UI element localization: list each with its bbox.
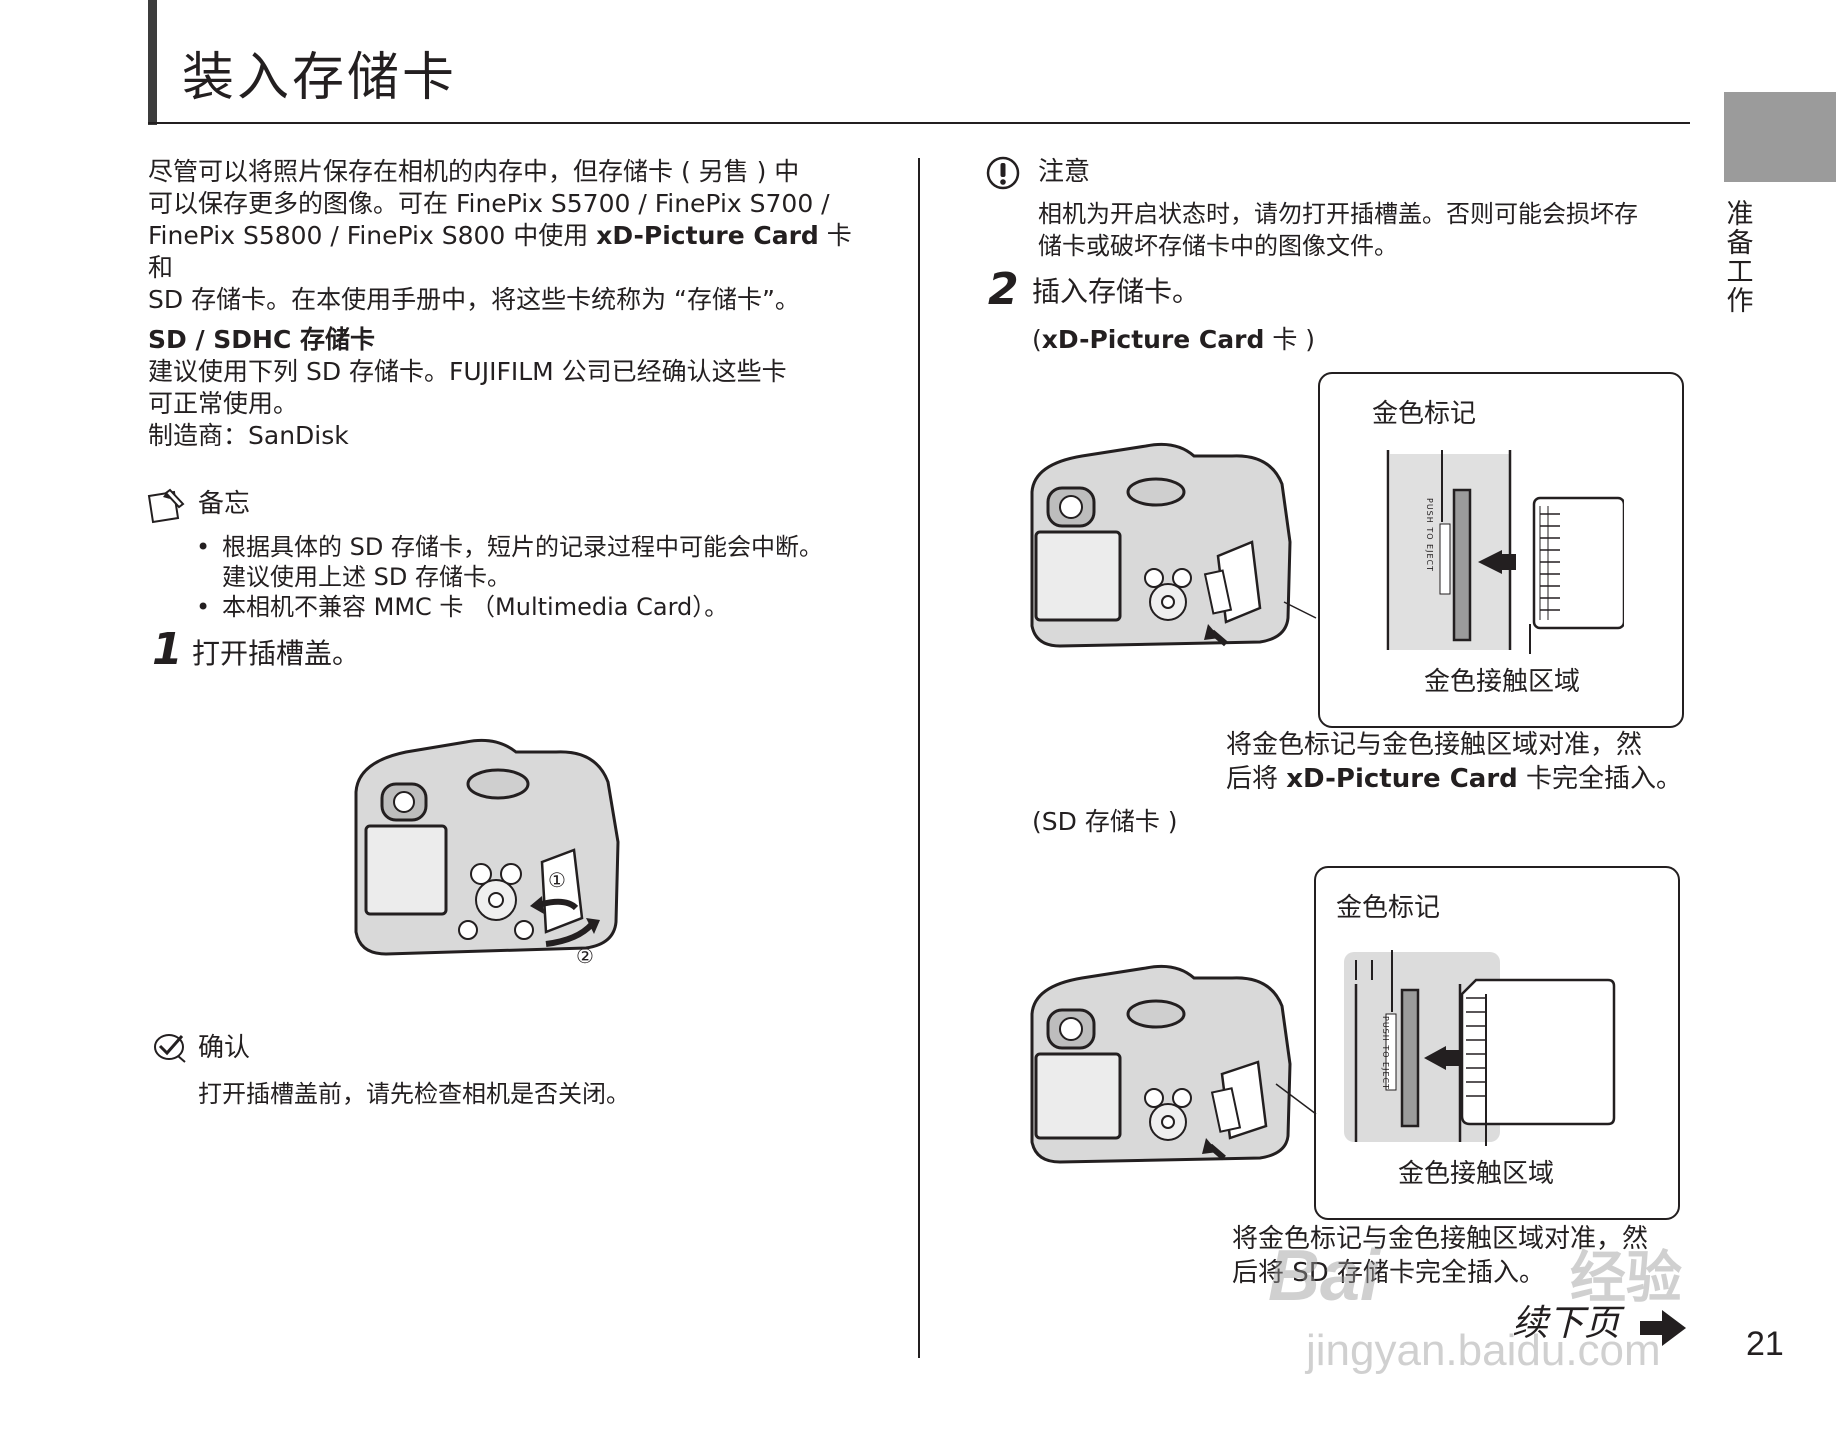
sd-slot-text: PUSH TO EJECT [1381,1016,1390,1090]
camera-sd-illustration [1026,958,1326,1176]
sd-line: 制造商：SanDisk [148,421,349,450]
xd-caption-card: xD-Picture Card [1286,764,1518,794]
camera-open-cover-illustration [346,722,626,986]
intro-line: SD 存储卡。在本使用手册中，将这些卡统称为 “存储卡”。 [148,285,800,314]
watermark-logo-cn: 经验 [1570,1246,1682,1309]
xd-slot-detail [1384,450,1626,660]
step-1-marker-2: ② [576,944,594,968]
check-text: 打开插槽盖前，请先检查相机是否关闭。 [198,1080,630,1108]
step-1-number: 1 [152,624,183,675]
sd-caption: 将金色标记与金色接触区域对准，然 后将 SD 存储卡完全插入。 [1232,1222,1648,1290]
xd-detail-frame [1318,372,1684,728]
column-divider [918,158,920,1358]
xd-slot-text: PUSH TO EJECT [1425,498,1434,572]
sd-slot-detail [1342,950,1622,1150]
xd-gold-mark-label: 金色标记 [1372,399,1477,429]
memo-bullet: 根据具体的 SD 存储卡，短片的记录过程中可能会中断。 [196,532,862,562]
caution-title: 注意 [1038,157,1091,187]
xd-label-paren: ( [1032,325,1042,354]
xd-caption-line: 后将 xD-Picture Card 卡完全插入。 [1226,762,1682,796]
sd-line: 建议使用下列 SD 存储卡。FUJIFILM 公司已经确认这些卡 [148,357,787,386]
page-number: 21 [1746,1325,1784,1363]
xd-caption-line: 将金色标记与金色接触区域对准，然 [1226,730,1643,760]
xd-card-label: (xD-Picture Card 卡 ) [1032,324,1315,356]
memo-icon [146,488,186,524]
intro-line: 可以保存更多的图像。可在 FinePix S5700 / FinePix S70… [148,189,830,218]
step-2-text: 插入存储卡。 [1032,275,1201,308]
sd-section-heading: SD / SDHC 存储卡 [148,325,376,354]
title-accent-bar [148,0,157,125]
sd-section-body: 建议使用下列 SD 存储卡。FUJIFILM 公司已经确认这些卡 可正常使用。 … [148,356,868,452]
xd-caption: 将金色标记与金色接触区域对准，然 后将 xD-Picture Card 卡完全插… [1226,728,1682,796]
intro-line: FinePix S5800 / FinePix S800 中使用 xD-Pict… [148,220,868,284]
chapter-tab-label: 准备工作 [1726,199,1754,317]
intro-text: FinePix S5800 / FinePix S800 中使用 [148,221,597,250]
intro-line: 尽管可以将照片保存在相机的内存中，但存储卡 ( 另售 ) 中 [148,157,800,186]
memo-bullet-continued: 建议使用上述 SD 存储卡。 [222,563,511,591]
xd-card-name: xD-Picture Card [596,221,819,250]
check-title: 确认 [198,1033,251,1063]
sd-line: 可正常使用。 [148,389,299,418]
step-2-number: 2 [988,264,1019,315]
step-1-text: 打开插槽盖。 [192,637,361,670]
page-title: 装入存储卡 [182,48,458,108]
caution-text: 相机为开启状态时，请勿打开插槽盖。否则可能会损坏存 储卡或破坏存储卡中的图像文件… [1038,198,1698,262]
caution-icon [986,156,1020,190]
memo-bullet-line: 根据具体的 SD 存储卡，短片的记录过程中可能会中断。 [222,533,823,561]
sd-caption-line: 将金色标记与金色接触区域对准，然 [1232,1224,1649,1254]
watermark-url: jingyan.baidu.com [1306,1326,1661,1375]
continued-label: 续下页 [1512,1303,1621,1344]
camera-xd-illustration [1026,432,1326,666]
intro-text: 卡和 [148,221,852,282]
xd-gold-contact-label: 金色接触区域 [1424,667,1581,697]
caution-line: 相机为开启状态时，请勿打开插槽盖。否则可能会损坏存 [1038,200,1638,228]
intro-paragraph: 尽管可以将照片保存在相机的内存中，但存储卡 ( 另售 ) 中 可以保存更多的图像… [148,156,868,316]
sd-gold-mark-label: 金色标记 [1336,893,1441,923]
memo-title: 备忘 [198,489,251,519]
xd-caption-text: 后将 [1226,764,1287,794]
arrow-right-icon [1640,1310,1686,1346]
caution-line: 储卡或破坏存储卡中的图像文件。 [1038,232,1398,260]
watermark-logo: Bai [1268,1236,1381,1316]
xd-label-name: xD-Picture Card [1041,325,1265,354]
title-divider [148,122,1690,124]
sd-caption-line: 后将 SD 存储卡完全插入。 [1232,1258,1546,1288]
memo-bullet: 本相机不兼容 MMC 卡 （Multimedia Card）。 [196,592,862,622]
sd-card-label: (SD 存储卡 ) [1032,807,1178,836]
memo-bullet-line: 本相机不兼容 MMC 卡 （Multimedia Card）。 [222,593,729,621]
chapter-tab [1724,92,1836,182]
step-1-marker-1: ① [548,868,566,892]
check-icon [152,1032,188,1064]
sd-detail-frame [1314,866,1680,1220]
sd-gold-contact-label: 金色接触区域 [1398,1159,1555,1189]
xd-caption-text: 卡完全插入。 [1517,764,1683,794]
xd-label-suffix: 卡 ) [1264,325,1316,354]
